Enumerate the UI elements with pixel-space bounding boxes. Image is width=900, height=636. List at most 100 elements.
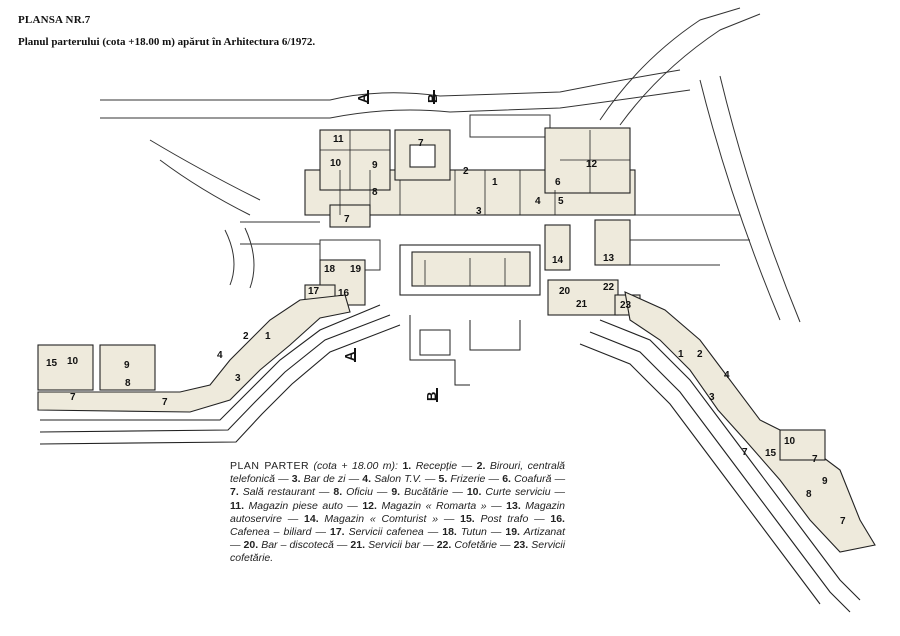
- plate-number: PLANSA NR.7: [18, 14, 91, 26]
- room-label: 13: [603, 253, 615, 264]
- room-label: 16: [338, 288, 350, 299]
- plate-caption: Planul parterului (cota +18.00 m) apărut…: [18, 36, 316, 48]
- room-label: 2: [697, 349, 703, 360]
- legend-item-number: 7.: [230, 486, 239, 499]
- legend-item-number: 10.: [466, 486, 482, 499]
- legend-item-label: Bar de zi: [303, 473, 346, 486]
- partition-lines: [320, 130, 630, 286]
- legend-item-label: Birouri, centrală telefonică: [230, 460, 566, 486]
- room-label: 7: [742, 447, 748, 458]
- legend-item-number: 13.: [506, 499, 521, 512]
- section-markers: A B A B: [342, 90, 440, 402]
- central-entrance: [409, 315, 521, 386]
- room-label: 7: [812, 454, 818, 465]
- legend-item-label: Servicii bar: [368, 539, 421, 552]
- room-label: 18: [324, 264, 336, 275]
- room-label: 11: [333, 134, 344, 145]
- room-label: 15: [765, 448, 777, 459]
- legend-item-number: 12.: [362, 499, 377, 512]
- legend-elevation: (cota + 18.00 m):: [313, 460, 398, 472]
- legend-item-label: Recepție: [415, 460, 458, 472]
- room-label: 14: [552, 255, 564, 266]
- room-label: 3: [709, 392, 715, 403]
- room-label: 7: [70, 392, 76, 403]
- room-label: 1: [678, 349, 684, 360]
- room-label: 4: [724, 370, 730, 381]
- central-block: [304, 127, 641, 316]
- legend-item-label: Magazin « Comturist »: [324, 512, 439, 525]
- site-roads: [100, 7, 801, 323]
- legend-title: PLAN PARTER: [230, 460, 310, 472]
- room-label: 8: [806, 489, 812, 500]
- room-label: 9: [372, 160, 378, 171]
- room-label: 3: [476, 206, 482, 217]
- room-label: 1: [492, 177, 498, 188]
- legend-item-number: 18.: [442, 526, 457, 539]
- room-label: 4: [217, 350, 223, 361]
- legend-item-label: Post trafo: [480, 512, 529, 525]
- legend-item-number: 15.: [460, 512, 475, 525]
- room-label: 12: [586, 159, 598, 170]
- room-label: 1: [265, 331, 271, 342]
- room-label: 10: [67, 356, 79, 367]
- room-label: 7: [418, 138, 424, 149]
- room-label: 15: [46, 358, 58, 369]
- room-label: 19: [350, 264, 362, 275]
- room-label: 10: [784, 436, 796, 447]
- legend-item-number: 20.: [243, 539, 259, 552]
- room-label: 2: [463, 166, 469, 177]
- legend-item-number: 8.: [333, 486, 343, 499]
- room-label: 17: [308, 286, 320, 297]
- legend-item-label: Magazin piese auto: [248, 499, 343, 512]
- legend-item-number: 9.: [391, 486, 401, 499]
- legend-item-number: 14.: [304, 512, 319, 525]
- legend-item-label: Cafenea – biliard: [230, 526, 312, 539]
- legend-item-label: Sală restaurant: [242, 486, 315, 499]
- legend-item-number: 23.: [513, 539, 529, 552]
- plan-legend: PLAN PARTER (cota + 18.00 m): 1. Recepți…: [230, 460, 565, 566]
- room-label: 8: [372, 187, 378, 198]
- section-b-bottom: B: [424, 392, 439, 401]
- room-label: 10: [330, 158, 342, 169]
- legend-item-label: Servicii cafenea: [348, 526, 424, 539]
- legend-item-number: 1.: [402, 460, 412, 472]
- legend-item-label: Bucătărie: [404, 486, 449, 499]
- legend-item-label: Tutun: [460, 526, 487, 539]
- room-label: 4: [535, 196, 541, 207]
- right-wing: [579, 291, 876, 613]
- legend-item-label: Curte serviciu: [485, 486, 551, 499]
- legend-item-number: 21.: [350, 539, 366, 552]
- room-label: 7: [162, 397, 168, 408]
- room-label: 3: [235, 373, 241, 384]
- legend-item-label: Bar – discotecă: [261, 539, 334, 552]
- legend-item-number: 6.: [502, 473, 511, 486]
- section-a-top: A: [355, 93, 370, 103]
- room-labels: 11 7 10 9 8 2 1 6 12 4 5 3 7 14 13 18 19…: [46, 134, 846, 527]
- legend-item-label: Coafură: [514, 473, 552, 486]
- room-label: 9: [822, 476, 828, 487]
- legend-item-number: 5.: [438, 473, 448, 486]
- legend-item-label: Magazin autoservire: [230, 499, 565, 525]
- legend-item-number: 2.: [476, 460, 486, 472]
- room-label: 21: [576, 299, 588, 310]
- room-label: 7: [840, 516, 846, 527]
- legend-item-label: Cofetărie: [454, 539, 497, 552]
- room-label: 20: [559, 286, 571, 297]
- legend-item-label: Artizanat: [523, 526, 566, 539]
- room-label: 6: [555, 177, 561, 188]
- legend-item-number: 11.: [230, 499, 245, 512]
- room-label: 23: [620, 300, 632, 311]
- room-label: 5: [558, 196, 564, 207]
- legend-item-number: 16.: [550, 512, 565, 525]
- legend-item-label: Salon T.V.: [374, 473, 422, 486]
- room-label: 8: [125, 378, 131, 389]
- legend-item-number: 4.: [362, 473, 372, 486]
- legend-item-label: Frizerie: [450, 473, 486, 486]
- legend-item-number: 3.: [291, 473, 301, 486]
- room-label: 22: [603, 282, 615, 293]
- room-label: 2: [243, 331, 249, 342]
- legend-items: 1. Recepție — 2. Birouri, centrală telef…: [230, 460, 566, 565]
- left-wing: [37, 294, 401, 445]
- legend-item-number: 19.: [505, 526, 520, 539]
